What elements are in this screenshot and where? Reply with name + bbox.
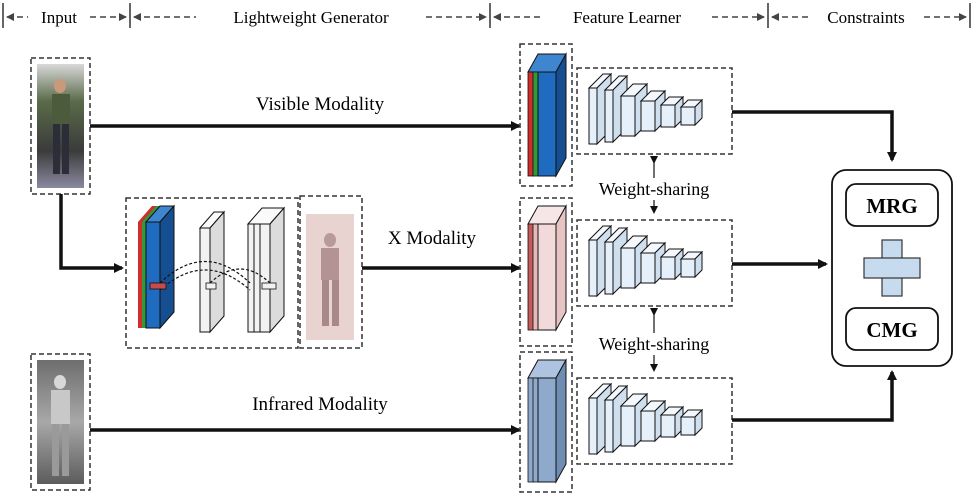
cmg-label: CMG (866, 318, 917, 342)
cnn-block (604, 89, 614, 143)
x-modality-image-frame (299, 195, 363, 349)
cnn-block (680, 258, 696, 278)
arrow-infrared-to-constraints (732, 370, 897, 422)
arrow-visible-to-constraints (732, 110, 897, 162)
generator-layer-mid (199, 227, 211, 333)
cnn-block (660, 104, 676, 128)
cnn-block (640, 100, 656, 132)
mrg-label: MRG (866, 194, 917, 218)
mrg-box (845, 183, 939, 227)
header-generator-label: Lightweight Generator (233, 8, 389, 27)
cnn-network-infrared (576, 377, 733, 465)
weight-sharing-label-top: Weight-sharing (599, 179, 710, 199)
header-feature-label: Feature Learner (573, 8, 681, 27)
visible-modality-label: Visible Modality (256, 94, 385, 115)
input-infrared-frame (30, 353, 91, 491)
cnn-block (620, 405, 636, 447)
cnn-block (604, 399, 614, 453)
cnn-block (620, 247, 636, 289)
cnn-block (680, 416, 696, 436)
header-constraints-label: Constraints (827, 8, 904, 27)
weight-sharing-label-bottom: Weight-sharing (599, 334, 710, 354)
cnn-block (640, 410, 656, 442)
cnn-network-x (576, 219, 733, 307)
cmg-box (845, 307, 939, 351)
arrow-to-generator (59, 194, 124, 273)
infrared-feature-stack (519, 351, 573, 493)
generator-box (125, 197, 299, 349)
cnn-block (604, 241, 614, 295)
cnn-block (620, 95, 636, 137)
infrared-modality-label: Infrared Modality (252, 394, 388, 415)
header-input-label: Input (41, 8, 77, 27)
constraints-panel: MRG CMG (831, 169, 953, 367)
cnn-block (588, 239, 598, 297)
cnn-block (640, 252, 656, 284)
cnn-block (588, 397, 598, 455)
cnn-block (660, 414, 676, 438)
cnn-block (588, 87, 598, 145)
input-visible-frame (30, 57, 91, 195)
x-feature-stack (519, 197, 573, 347)
cnn-network-visible (576, 67, 733, 155)
plus-icon (863, 239, 921, 297)
cnn-block (660, 256, 676, 280)
visible-feature-stack (519, 43, 573, 187)
x-modality-label: X Modality (388, 228, 477, 249)
cnn-block (680, 106, 696, 126)
generator-rgb-block (145, 221, 161, 329)
header-bar: Input Lightweight Generator Feature Lear… (2, 3, 971, 28)
